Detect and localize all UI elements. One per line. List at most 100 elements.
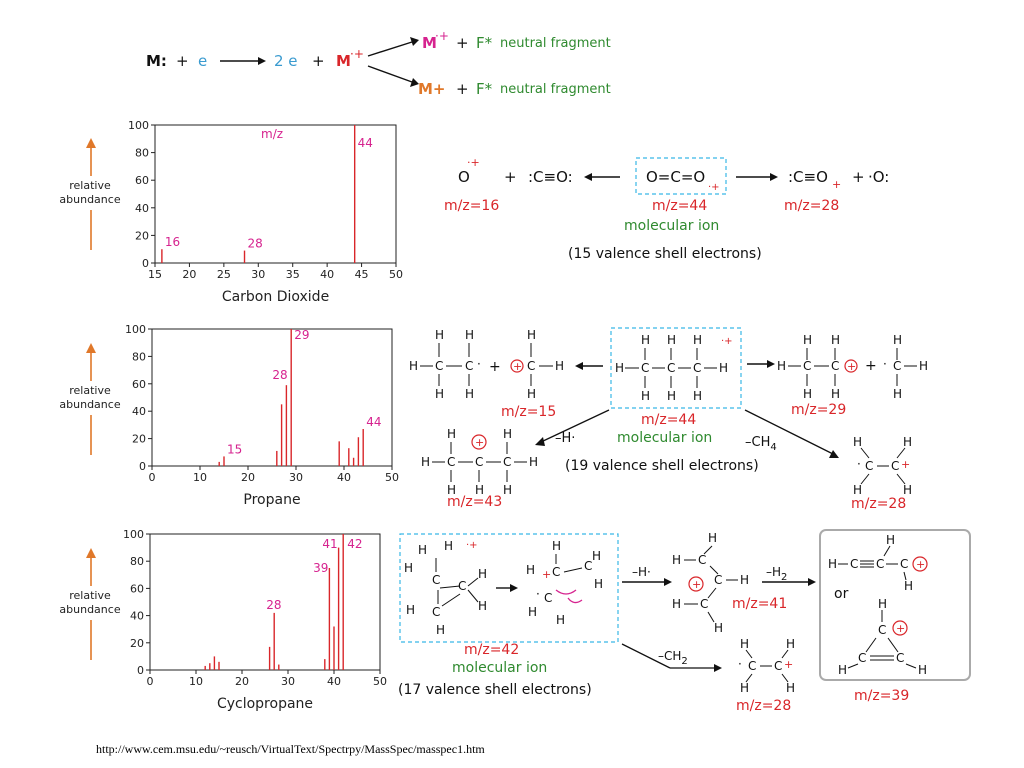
product-M-cation: M+	[418, 80, 446, 98]
svg-text:H: H	[831, 387, 840, 401]
svg-text:H: H	[465, 387, 474, 401]
svg-text:C: C	[878, 623, 886, 637]
svg-text:·+: ·+	[708, 182, 720, 193]
product-M-radical: M	[422, 34, 437, 52]
y-tick-label: 0	[142, 257, 149, 270]
svg-text:H: H	[828, 557, 837, 571]
svg-text:H: H	[465, 328, 474, 342]
svg-text:H: H	[527, 328, 536, 342]
svg-text:H: H	[904, 579, 913, 593]
oxygen-radical: O	[458, 168, 470, 186]
svg-text:H: H	[693, 333, 702, 347]
y-tick-label: 60	[130, 582, 144, 595]
svg-text:C: C	[584, 559, 592, 573]
svg-text:H: H	[641, 333, 650, 347]
svg-text:H: H	[878, 597, 887, 611]
y-tick-label: 80	[135, 147, 149, 160]
svg-text:C: C	[698, 553, 706, 567]
plot-frame	[151, 328, 393, 467]
svg-text:H: H	[435, 387, 444, 401]
svg-text:C: C	[475, 455, 483, 469]
svg-text:+: +	[847, 360, 856, 373]
svg-text:C: C	[900, 557, 908, 571]
x-tick-label: 50	[373, 675, 387, 688]
svg-text:C: C	[891, 459, 899, 473]
co2-molecule: O=C=O	[646, 168, 705, 186]
co2-fragmentation: O ·+ + :C≡O: O=C=O ·+ :C≡O + + ·O: m/z=1…	[444, 156, 889, 262]
mz-41-label: m/z=41	[732, 596, 787, 612]
methyl-radical: H ·C H H	[883, 333, 928, 401]
svg-text:+: +	[901, 458, 910, 471]
svg-text:·: ·	[883, 357, 887, 371]
svg-text:H: H	[435, 328, 444, 342]
svg-text:C: C	[432, 573, 440, 587]
svg-text:H: H	[641, 389, 650, 403]
svg-text:H: H	[615, 361, 624, 375]
svg-text:H: H	[708, 531, 717, 545]
molecular-ion-box	[610, 327, 742, 409]
svg-text:H: H	[803, 387, 812, 401]
svg-text:H: H	[503, 483, 512, 497]
svg-text:relative: relative	[69, 589, 111, 602]
peak-label: 41	[322, 537, 337, 551]
svg-text:H: H	[853, 483, 862, 497]
x-tick-label: 50	[389, 268, 403, 281]
svg-text:H: H	[903, 483, 912, 497]
y-tick-label: 0	[139, 460, 146, 473]
peak-label: 16	[165, 235, 180, 249]
svg-text:C: C	[714, 573, 722, 587]
svg-text:C: C	[435, 359, 443, 373]
svg-text:H: H	[436, 623, 445, 637]
svg-text:·: ·	[857, 457, 861, 471]
svg-text:H: H	[919, 359, 928, 373]
y-tick-label: 40	[130, 610, 144, 623]
svg-text:H: H	[831, 333, 840, 347]
svg-text:C: C	[831, 359, 839, 373]
svg-text:H: H	[667, 333, 676, 347]
x-tick-label: 40	[327, 675, 341, 688]
y-tick-label: 20	[130, 637, 144, 650]
svg-text:H: H	[527, 387, 536, 401]
svg-text:C: C	[552, 565, 560, 579]
neutral-fragment-label: neutral fragment	[500, 82, 611, 97]
propane-fragmentation: H H H C C · H H + + H C H H m/z=15 H H H · + H…	[409, 327, 928, 512]
c3h3-options-box	[819, 529, 971, 681]
y-tick-label: 80	[132, 350, 146, 363]
svg-text:C: C	[850, 557, 858, 571]
svg-text:H: H	[503, 427, 512, 441]
svg-text:H: H	[478, 599, 487, 613]
x-tick-label: 40	[320, 268, 334, 281]
svg-text:C: C	[858, 651, 866, 665]
svg-text:+: +	[852, 168, 865, 186]
svg-text:H: H	[693, 389, 702, 403]
svg-text:·+: ·+	[350, 47, 364, 61]
x-tick-label: 0	[147, 675, 154, 688]
y-tick-label: 100	[125, 323, 146, 336]
chart-title: Cyclopropane	[217, 696, 313, 712]
chart-title: Carbon Dioxide	[222, 289, 329, 305]
svg-text:+: +	[475, 436, 484, 449]
x-tick-label: 45	[355, 268, 369, 281]
svg-text:C: C	[876, 557, 884, 571]
svg-text:+: +	[916, 558, 925, 571]
svg-text:+: +	[312, 52, 325, 70]
svg-text:C: C	[700, 597, 708, 611]
x-tick-label: 20	[182, 268, 196, 281]
electron-count: (15 valence shell electrons)	[568, 246, 762, 262]
svg-text:·+: ·+	[467, 156, 480, 169]
x-tick-label: 50	[385, 471, 399, 484]
svg-text:H: H	[418, 543, 427, 557]
peak-label: 28	[248, 237, 263, 251]
svg-text:H: H	[409, 359, 418, 373]
svg-text:H: H	[447, 483, 456, 497]
mz-44-label: m/z=44	[641, 412, 696, 428]
svg-text:H: H	[786, 637, 795, 651]
mz-15-label: m/z=15	[501, 404, 556, 420]
svg-text:H: H	[526, 563, 535, 577]
